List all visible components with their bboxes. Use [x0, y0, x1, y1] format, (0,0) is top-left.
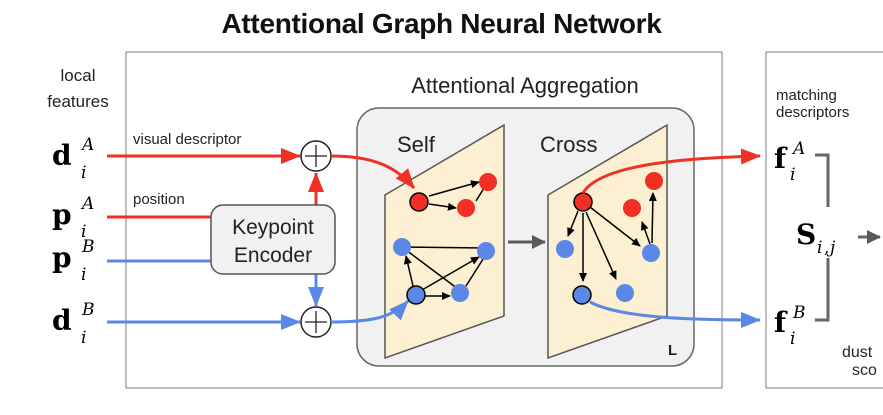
score-matrix-symbol: S i , j [796, 218, 836, 258]
svg-text:B: B [81, 237, 95, 257]
self-node-blue [451, 284, 469, 302]
cross-node-red [623, 199, 641, 217]
visual-descriptor-label: visual descriptor [133, 131, 241, 148]
cross-node-blue [616, 284, 634, 302]
matching-descriptors-label-1: matching [776, 87, 837, 104]
svg-text:f: f [774, 142, 788, 175]
position-label: position [133, 191, 185, 208]
svg-text:i: i [790, 329, 795, 349]
svg-text:i: i [81, 265, 86, 285]
matching-box [765, 51, 883, 389]
svg-text:,: , [824, 238, 829, 258]
input-p-B: p B i [52, 237, 95, 285]
layers-label: L [668, 342, 677, 359]
svg-text:i: i [817, 238, 822, 258]
svg-text:i: i [81, 163, 86, 183]
self-node-red-query [409, 192, 429, 212]
self-node-blue [477, 242, 495, 260]
bracket-bottom [815, 258, 830, 322]
svg-text:f: f [774, 306, 788, 339]
local-features-label-2: features [47, 92, 108, 111]
local-features-label-1: local [61, 66, 96, 85]
figure-title: Attentional Graph Neural Network [221, 8, 662, 39]
sumB-to-self-arrow [330, 299, 410, 324]
sum-node-A [300, 140, 332, 172]
encoder-label-2: Encoder [234, 244, 312, 267]
svg-text:p: p [52, 198, 72, 231]
self-node-blue-query [406, 285, 426, 305]
cross-node-blue [642, 244, 660, 262]
svg-text:d: d [52, 139, 72, 172]
self-node-blue [393, 238, 411, 256]
self-node-red [457, 199, 475, 217]
cross-to-fA-arrow [581, 148, 761, 194]
svg-text:p: p [52, 241, 72, 274]
sumA-to-self-arrow [330, 154, 416, 189]
bracket-top [815, 153, 830, 207]
svg-text:A: A [80, 135, 94, 155]
self-graph-edges [401, 180, 486, 300]
aggregation-label: Attentional Aggregation [411, 73, 639, 98]
cross-to-fB-arrow [589, 300, 761, 328]
cross-node-red-query [573, 192, 593, 212]
svg-text:j: j [826, 238, 836, 258]
dustbin-label-2: sco [852, 362, 877, 379]
svg-text:i: i [790, 165, 795, 185]
self-label: Self [397, 132, 436, 157]
cross-node-red [645, 172, 663, 190]
cross-label: Cross [540, 132, 597, 157]
input-p-A: p A i [52, 194, 94, 242]
svg-text:A: A [791, 139, 805, 159]
matching-descriptors-label-2: descriptors [776, 104, 849, 121]
input-d-A: d A i [52, 135, 94, 183]
cross-node-blue-query [572, 285, 592, 305]
cross-graph-edges [567, 192, 657, 282]
output-f-B: f B i [774, 303, 806, 349]
svg-text:S: S [796, 218, 816, 251]
encoder-label-1: Keypoint [232, 216, 314, 239]
keypoint-encoder: Keypoint Encoder [210, 204, 336, 275]
svg-text:i: i [81, 328, 86, 348]
input-d-B: d B i [52, 300, 95, 348]
dustbin-label-1: dust [842, 344, 873, 361]
svg-text:B: B [792, 303, 806, 323]
self-node-red [479, 173, 497, 191]
svg-text:A: A [80, 194, 94, 214]
cross-node-blue [556, 240, 574, 258]
sum-node-B [300, 306, 332, 338]
svg-text:B: B [81, 300, 95, 320]
svg-text:d: d [52, 304, 72, 337]
svg-text:i: i [81, 222, 86, 242]
output-f-A: f A i [774, 139, 805, 185]
